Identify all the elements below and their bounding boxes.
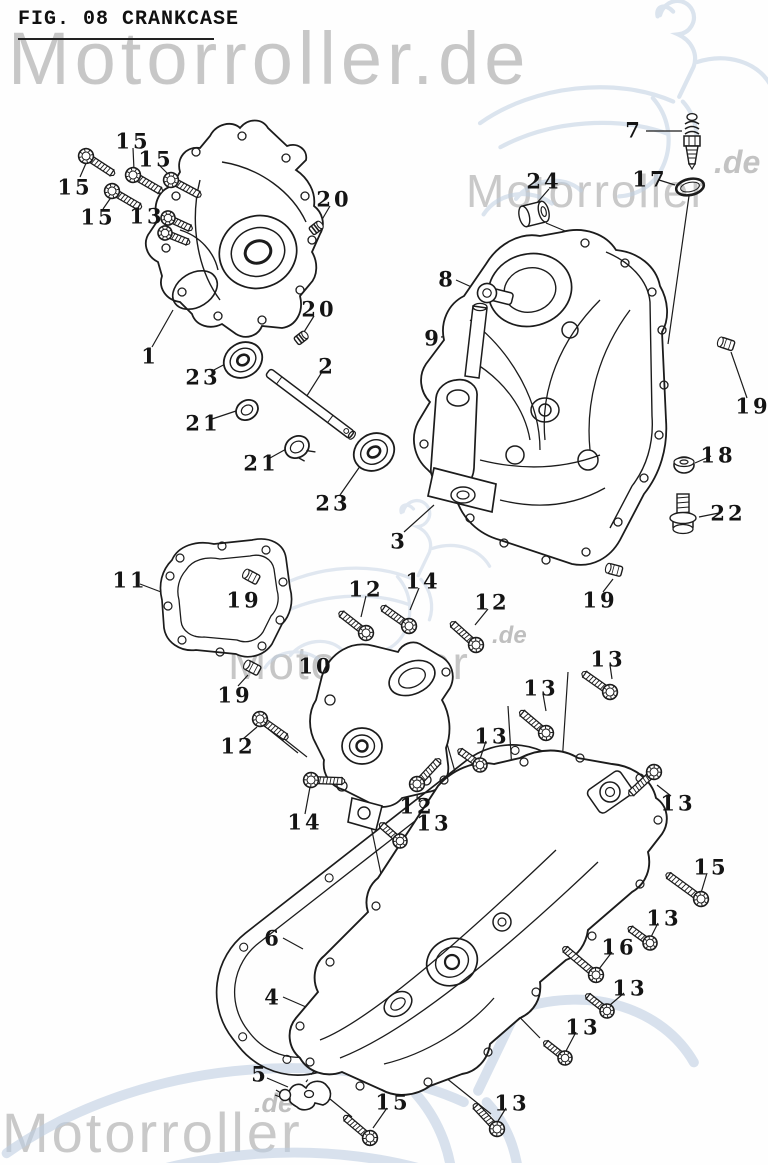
cvt-cover — [288, 749, 668, 1096]
bolt-13 — [577, 665, 622, 704]
bolt-16 — [557, 941, 608, 987]
dowel-pin-19 — [241, 658, 263, 677]
dowel-pin-19 — [603, 561, 624, 578]
figure-title: FIG. 08 CRANKCASE — [18, 8, 240, 31]
bolt-13 — [539, 1035, 576, 1069]
title-underline — [18, 38, 214, 40]
flange-bolt-vertical — [669, 493, 697, 535]
bolt-13 — [374, 817, 411, 852]
bushing — [518, 200, 550, 228]
cable-clamp — [274, 1080, 332, 1111]
bolt-14 — [376, 599, 421, 638]
bolt-15 — [661, 867, 713, 911]
bolt-12 — [248, 707, 293, 746]
bolt-15 — [122, 164, 167, 200]
bolt-13 — [514, 704, 558, 745]
oil-seal-lower — [284, 435, 316, 462]
oil-seal-upper — [235, 398, 259, 422]
scooter-watermark-middle — [260, 498, 492, 670]
bolt-15 — [74, 144, 120, 182]
o-ring — [674, 177, 706, 197]
breather-joint — [476, 282, 514, 306]
bolt-12 — [445, 616, 488, 657]
bolt-13 — [581, 988, 618, 1022]
oil-drain-bolt — [683, 112, 701, 171]
bearing-upper — [222, 341, 264, 379]
kickstart-shaft — [265, 368, 356, 440]
scooter-watermark-top-right — [480, 1, 768, 214]
spacer-nut — [673, 456, 695, 474]
crankcase-right-half — [413, 229, 669, 566]
transmission-cover-small — [309, 641, 454, 831]
bolt-12 — [334, 605, 378, 645]
bolt-13 — [623, 920, 661, 954]
plug-20 — [292, 329, 311, 347]
bolt-15 — [338, 1109, 382, 1150]
gasket-pump — [159, 538, 293, 658]
bearing-lower — [352, 432, 396, 472]
dowel-pin-19 — [715, 335, 736, 352]
breather-tube — [464, 302, 488, 379]
bolt-15 — [101, 180, 146, 216]
crankcase-left-half — [144, 119, 324, 338]
